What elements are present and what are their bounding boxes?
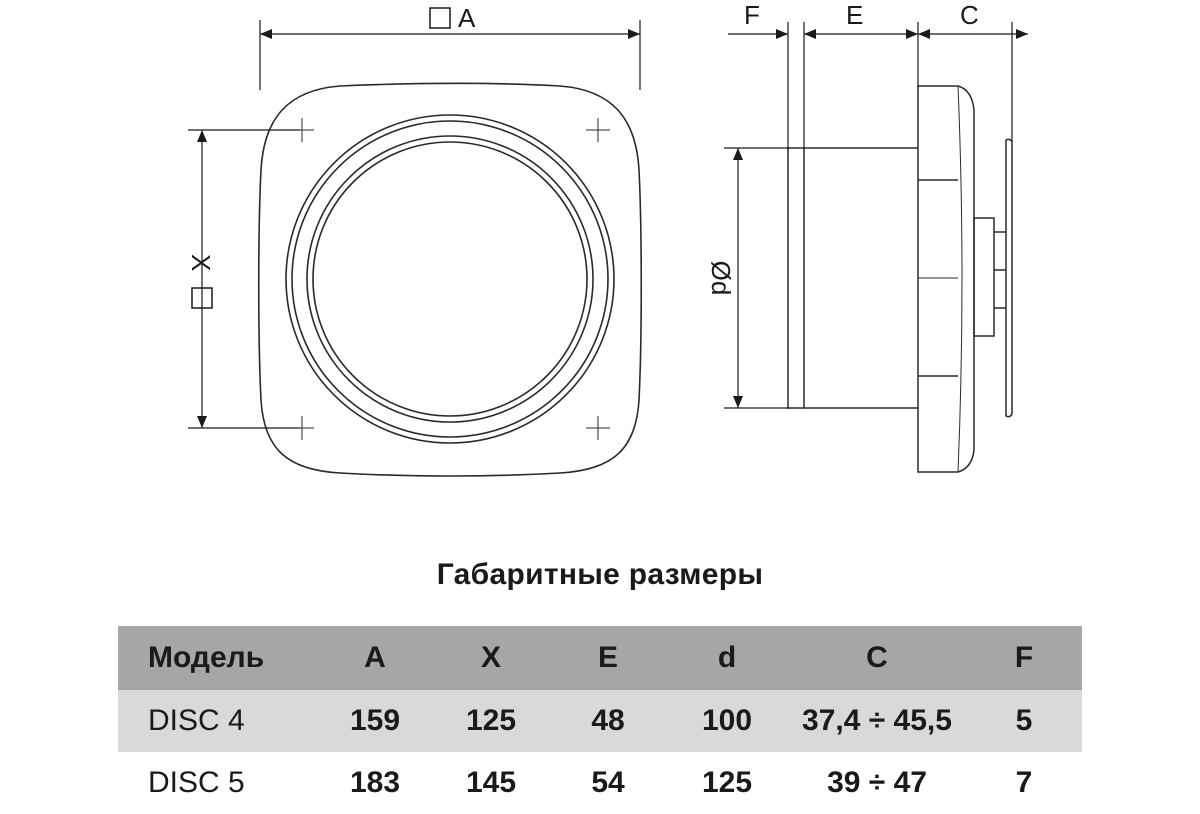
header-x: X (432, 626, 550, 690)
side-front-panel (1005, 138, 1013, 418)
technical-drawing: A X F E C (186, 0, 1028, 477)
cell-x: 125 (432, 690, 550, 752)
dimension-d (724, 147, 790, 409)
dim-label-c: C (960, 0, 979, 30)
cell-f: 7 (1015, 766, 1033, 799)
table-row: DISC 5 183 145 54 125 39 ÷ 47 7 (118, 752, 1082, 814)
cell-a: 159 (318, 690, 432, 752)
dim-label-x-group: X (186, 254, 216, 309)
cell-a: 183 (349, 766, 401, 799)
cell-x: 145 (465, 766, 517, 799)
front-view (257, 82, 643, 477)
header-e: E (550, 626, 666, 690)
cell-model: DISC 4 (118, 690, 318, 752)
dim-label-e: E (846, 0, 863, 30)
front-ring-outer (285, 114, 615, 444)
side-spigot-collar (787, 147, 805, 409)
dimension-fec (728, 22, 1028, 150)
cell-d: 100 (666, 690, 788, 752)
side-view (787, 85, 1013, 473)
front-ring-inner (306, 135, 594, 423)
front-ring-mid (291, 120, 609, 438)
cell-e: 54 (591, 766, 625, 799)
header-a: A (318, 626, 432, 690)
header-d: d (666, 626, 788, 690)
header-c: C (788, 626, 966, 690)
dim-label-d: Ød (706, 261, 736, 296)
mount-hole-crosses (290, 118, 610, 440)
side-housing (917, 85, 975, 473)
front-disc (312, 141, 588, 417)
dimension-x (188, 129, 300, 429)
table-row: DISC 4 159 125 48 100 37,4 ÷ 45,5 5 (118, 690, 1082, 752)
side-hub (973, 217, 995, 337)
cell-c: 39 ÷ 47 (827, 766, 927, 799)
square-symbol-x (191, 287, 213, 309)
dim-label-a: A (458, 3, 476, 33)
header-f: F (966, 626, 1082, 690)
cell-f: 5 (966, 690, 1082, 752)
dimension-a (259, 20, 641, 90)
dimensions-table: Модель A X E d C F DISC 4 159 125 48 100… (118, 626, 1082, 814)
table-header-row: Модель A X E d C F (118, 626, 1082, 690)
square-symbol-a (429, 7, 451, 29)
side-housing-curve (957, 85, 963, 473)
header-model: Модель (118, 626, 318, 690)
front-plate-outline (257, 82, 643, 477)
dim-label-f: F (744, 0, 760, 30)
cell-e: 48 (550, 690, 666, 752)
cell-c: 37,4 ÷ 45,5 (788, 690, 966, 752)
cell-model: DISC 5 (148, 766, 245, 799)
section-title: Габаритные размеры (436, 558, 764, 591)
cell-d: 125 (701, 766, 753, 799)
dim-label-x: X (186, 254, 216, 271)
